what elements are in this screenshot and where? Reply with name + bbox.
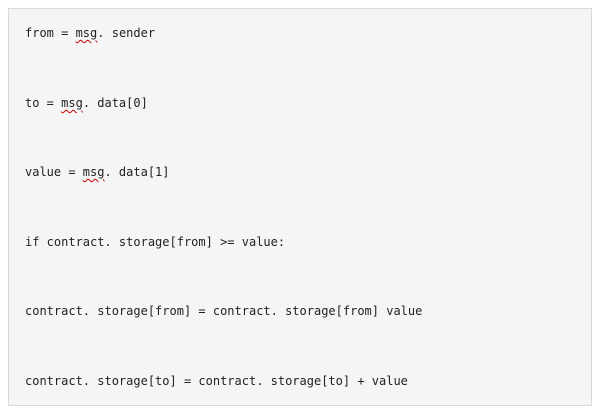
code-block: from = msg. sender to = msg. data[0] val… bbox=[8, 8, 592, 406]
code-text: . data[0] bbox=[82, 96, 148, 110]
spellcheck-flagged-word: msg bbox=[61, 96, 83, 110]
code-text: value = bbox=[25, 165, 83, 179]
code-text: from = bbox=[25, 26, 76, 40]
code-line-debit: contract. storage[from] = contract. stor… bbox=[25, 304, 423, 318]
code-line-credit: contract. storage[to] = contract. storag… bbox=[25, 374, 408, 388]
spellcheck-flagged-word: msg bbox=[75, 26, 98, 40]
code-line-if-condition: if contract. storage[from] >= value: bbox=[25, 235, 286, 249]
code-line-from: from = msg. sender bbox=[25, 25, 155, 41]
spellcheck-flagged-word: msg bbox=[82, 165, 105, 179]
code-text: . data[1] bbox=[104, 165, 170, 179]
code-text: to = bbox=[25, 96, 62, 110]
code-text: . sender bbox=[97, 26, 156, 40]
code-line-to: to = msg. data[0] bbox=[25, 95, 148, 111]
code-line-value: value = msg. data[1] bbox=[25, 164, 170, 180]
